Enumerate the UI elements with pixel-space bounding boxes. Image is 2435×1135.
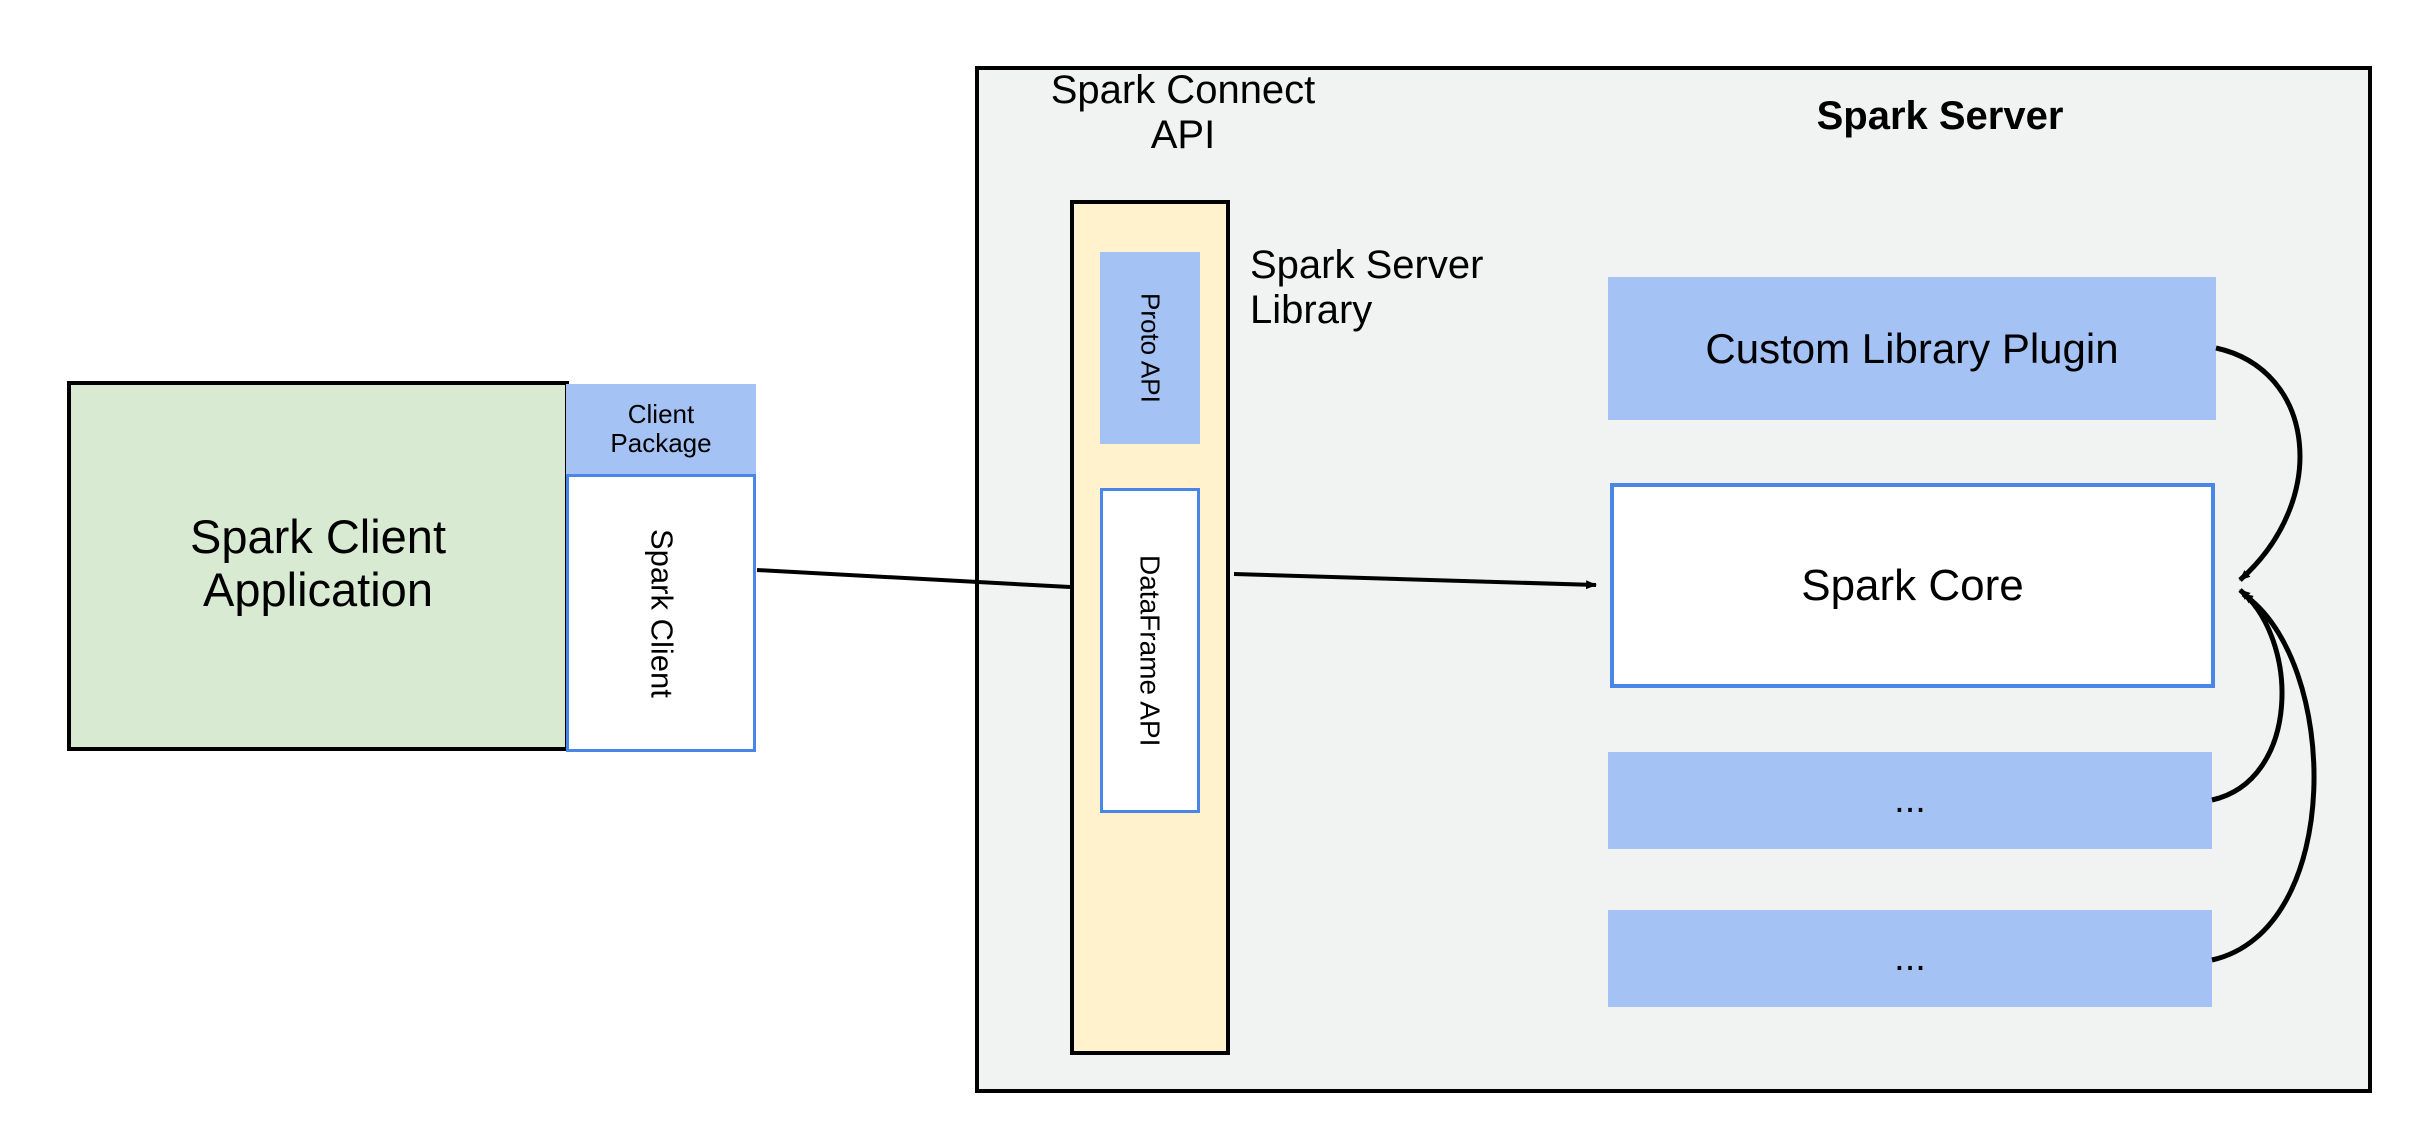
spark-connect-api-label: Spark Connect API [1050, 68, 1316, 157]
server-component-placeholder-2[interactable]: ... [1608, 910, 2212, 1007]
custom-library-plugin-label: Custom Library Plugin [1705, 324, 2119, 372]
spark-core-box[interactable]: Spark Core [1610, 483, 2215, 688]
dataframe-api-box[interactable]: DataFrame API [1100, 488, 1200, 813]
spark-server-library-label: Spark Server Library [1250, 243, 1484, 332]
server-component-placeholder-1-label: ... [1894, 779, 1926, 822]
server-component-placeholder-2-label: ... [1894, 937, 1926, 980]
client-package-box[interactable]: Client Package [566, 384, 756, 474]
dataframe-api-label: DataFrame API [1134, 554, 1166, 747]
proto-api-box[interactable]: Proto API [1100, 252, 1200, 444]
spark-client-box[interactable]: Spark Client [566, 474, 756, 752]
spark-server-title: Spark Server [1816, 93, 2064, 138]
spark-client-application-box[interactable]: Spark Client Application [67, 381, 569, 751]
spark-client-label: Spark Client [644, 528, 680, 698]
server-component-placeholder-1[interactable]: ... [1608, 752, 2212, 849]
spark-core-label: Spark Core [1801, 560, 2024, 610]
client-package-label: Client Package [610, 398, 712, 458]
spark-client-application-label: Spark Client Application [190, 510, 446, 616]
proto-api-label: Proto API [1135, 293, 1166, 403]
custom-library-plugin-box[interactable]: Custom Library Plugin [1608, 277, 2216, 420]
